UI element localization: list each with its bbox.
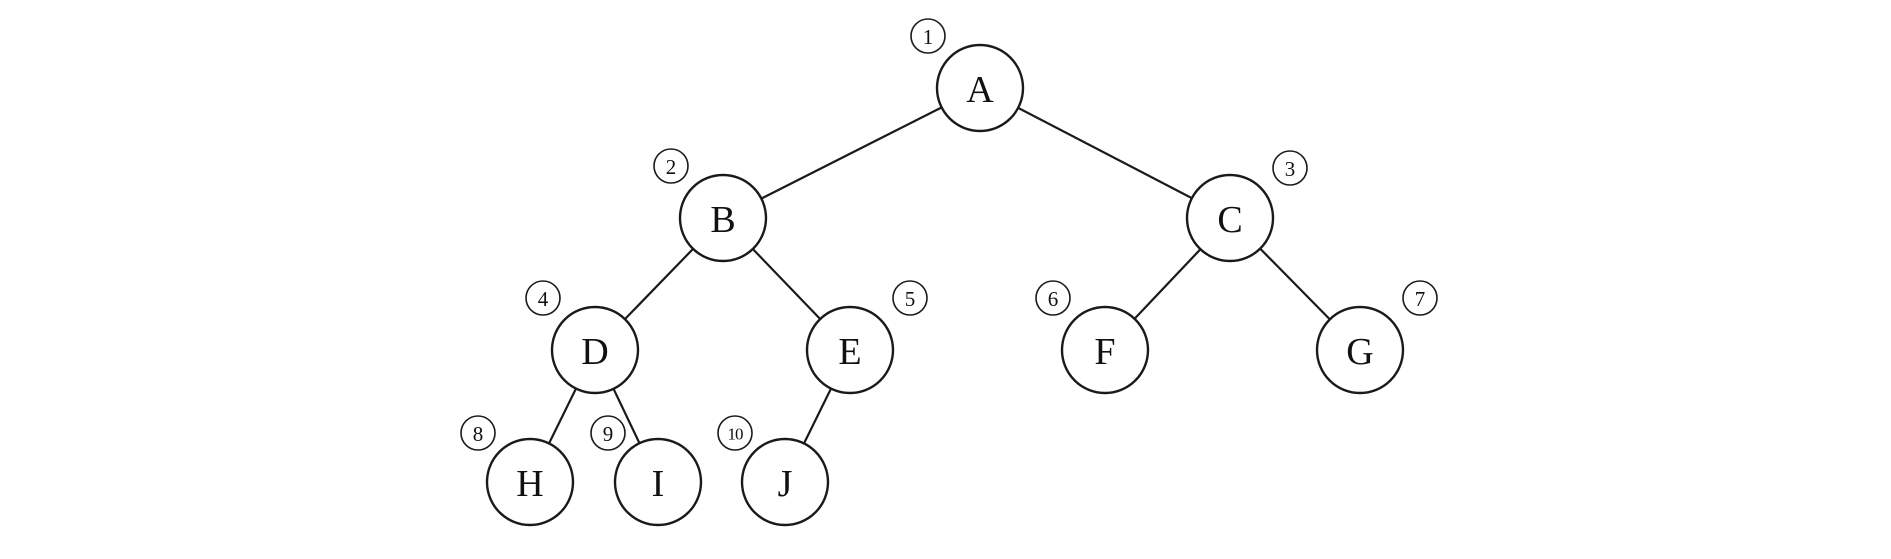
node-circle <box>613 437 703 527</box>
node-circle <box>485 437 575 527</box>
order-marker-label: 4 <box>538 287 549 311</box>
order-marker-label: 1 <box>923 25 934 49</box>
tree-node-f: F6 <box>1035 280 1150 395</box>
node-circle <box>805 305 895 395</box>
node-circle <box>678 173 768 263</box>
order-marker-label: 9 <box>603 422 614 446</box>
node-label: I <box>652 463 665 505</box>
order-marker-circle <box>910 18 946 54</box>
node-circle <box>1315 305 1405 395</box>
node-label: G <box>1346 331 1373 373</box>
tree-node-g: G7 <box>1315 280 1438 395</box>
order-marker-label: 5 <box>905 287 916 311</box>
order-marker-label: 8 <box>473 422 484 446</box>
edge-a-c <box>979 87 1231 219</box>
edge-a-b <box>722 87 981 219</box>
order-marker-circle <box>525 280 561 316</box>
tree-node-b: B2 <box>653 148 768 263</box>
tree-node-e: E5 <box>805 280 928 395</box>
node-circle <box>740 437 830 527</box>
node-circle <box>935 43 1025 133</box>
node-circle <box>550 305 640 395</box>
order-marker-circle <box>717 415 753 451</box>
order-marker-circle <box>1035 280 1071 316</box>
edges-layer <box>529 87 1361 483</box>
order-marker-circle <box>1272 150 1308 186</box>
order-marker-label: 3 <box>1285 157 1296 181</box>
order-marker-label: 6 <box>1048 287 1059 311</box>
tree-node-j: J 10 <box>717 415 830 527</box>
order-marker-label: 7 <box>1415 287 1426 311</box>
order-marker-circle <box>892 280 928 316</box>
node-label: F <box>1094 331 1115 373</box>
order-marker-circle <box>1402 280 1438 316</box>
node-circle <box>1185 173 1275 263</box>
tree-node-c: C3 <box>1185 150 1308 263</box>
tree-node-h: H8 <box>460 415 575 527</box>
node-circle <box>1060 305 1150 395</box>
node-label: A <box>966 69 994 111</box>
order-marker-circle <box>590 415 626 451</box>
node-label: B <box>710 199 735 241</box>
node-label: J <box>778 463 793 505</box>
order-marker-circle <box>460 415 496 451</box>
order-marker-label: 2 <box>666 155 677 179</box>
node-label: C <box>1217 199 1242 241</box>
tree-node-d: D4 <box>525 280 640 395</box>
node-label: D <box>581 331 608 373</box>
node-label: E <box>838 331 861 373</box>
node-label: H <box>516 463 543 505</box>
order-marker-circle <box>653 148 689 184</box>
order-marker-label: 10 <box>728 425 744 444</box>
tree-node-a: A1 <box>910 18 1025 133</box>
tree-node-i: I9 <box>590 415 703 527</box>
